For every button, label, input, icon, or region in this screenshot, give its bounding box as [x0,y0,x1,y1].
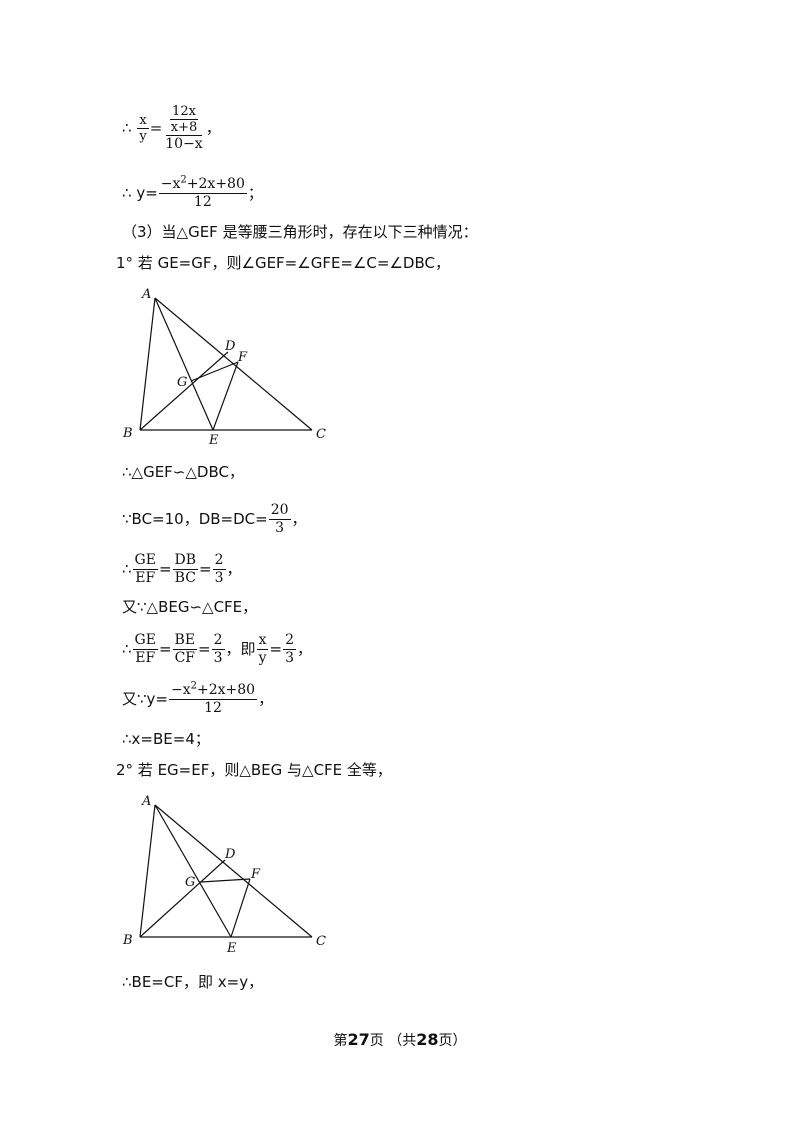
line-9: ∴ GE EF = BE CF = 2 3 ，即 x y = 2 3 ， [122,632,312,666]
segment-ef [212,361,239,431]
segment-ae [154,297,214,431]
segment-bd [139,859,226,938]
line-12: 2° 若 EG=EF，则△BEG 与△CFE 全等， [116,761,392,779]
label-a: A [141,794,151,809]
line-6: ∵BC=10，DB=DC= 20 3 ， [122,502,307,536]
therefore-symbol: ∴ [122,119,132,137]
segment-ac [154,804,313,938]
label-c: C [316,934,326,949]
label-b: B [122,933,133,948]
fraction-x-over-y: x y [137,113,149,144]
line-5: ∴△GEF∽△DBC， [122,463,244,481]
label-c: C [316,427,326,442]
line-7: ∴ GE EF = DB BC = 2 3 ， [122,552,242,586]
label-b: B [122,426,133,441]
figure-2: A B C D E F G [122,794,326,956]
line-1: ∴ x y = 12x x+8 10−x ， [122,104,221,152]
label-f: F [250,867,261,882]
figure-1: A B C D E F G [122,287,326,448]
segment-ab [139,804,156,938]
total-page-number: 28 [416,1030,439,1049]
segment-ef [230,878,251,938]
segment-ab [139,297,156,431]
line-3: （3）当△GEF 是等腰三角形时，存在以下三种情况： [122,223,478,241]
line-4: 1° 若 GE=GF，则∠GEF=∠GFE=∠C=∠DBC， [116,254,450,272]
label-d: D [224,847,236,862]
segment-ae [154,804,232,938]
inner-fraction: 12x x+8 [170,104,198,135]
line-11: ∴x=BE=4； [122,730,210,748]
line-8: 又∵△BEG∽△CFE， [122,598,258,616]
line-13: ∴BE=CF，即 x=y， [122,973,264,991]
compound-fraction: 12x x+8 10−x [165,104,203,152]
line-10: 又∵y= −x2+2x+80 12 ， [122,680,274,716]
segment-gf [190,361,239,382]
label-f: F [237,350,248,365]
fraction-y-expression: −x2+2x+80 12 [158,174,247,210]
label-e: E [226,941,237,956]
label-g: G [185,875,195,890]
label-d: D [224,339,236,354]
current-page-number: 27 [347,1030,370,1049]
line-2: ∴ y= −x2+2x+80 12 ； [122,174,263,210]
label-a: A [141,287,151,302]
segment-gf [200,878,251,883]
fraction-20-3: 20 3 [268,502,291,536]
page-footer: 第27页 （共28页） [333,1030,467,1049]
label-g: G [177,375,187,390]
segment-bd [139,351,229,431]
label-e: E [208,433,219,448]
